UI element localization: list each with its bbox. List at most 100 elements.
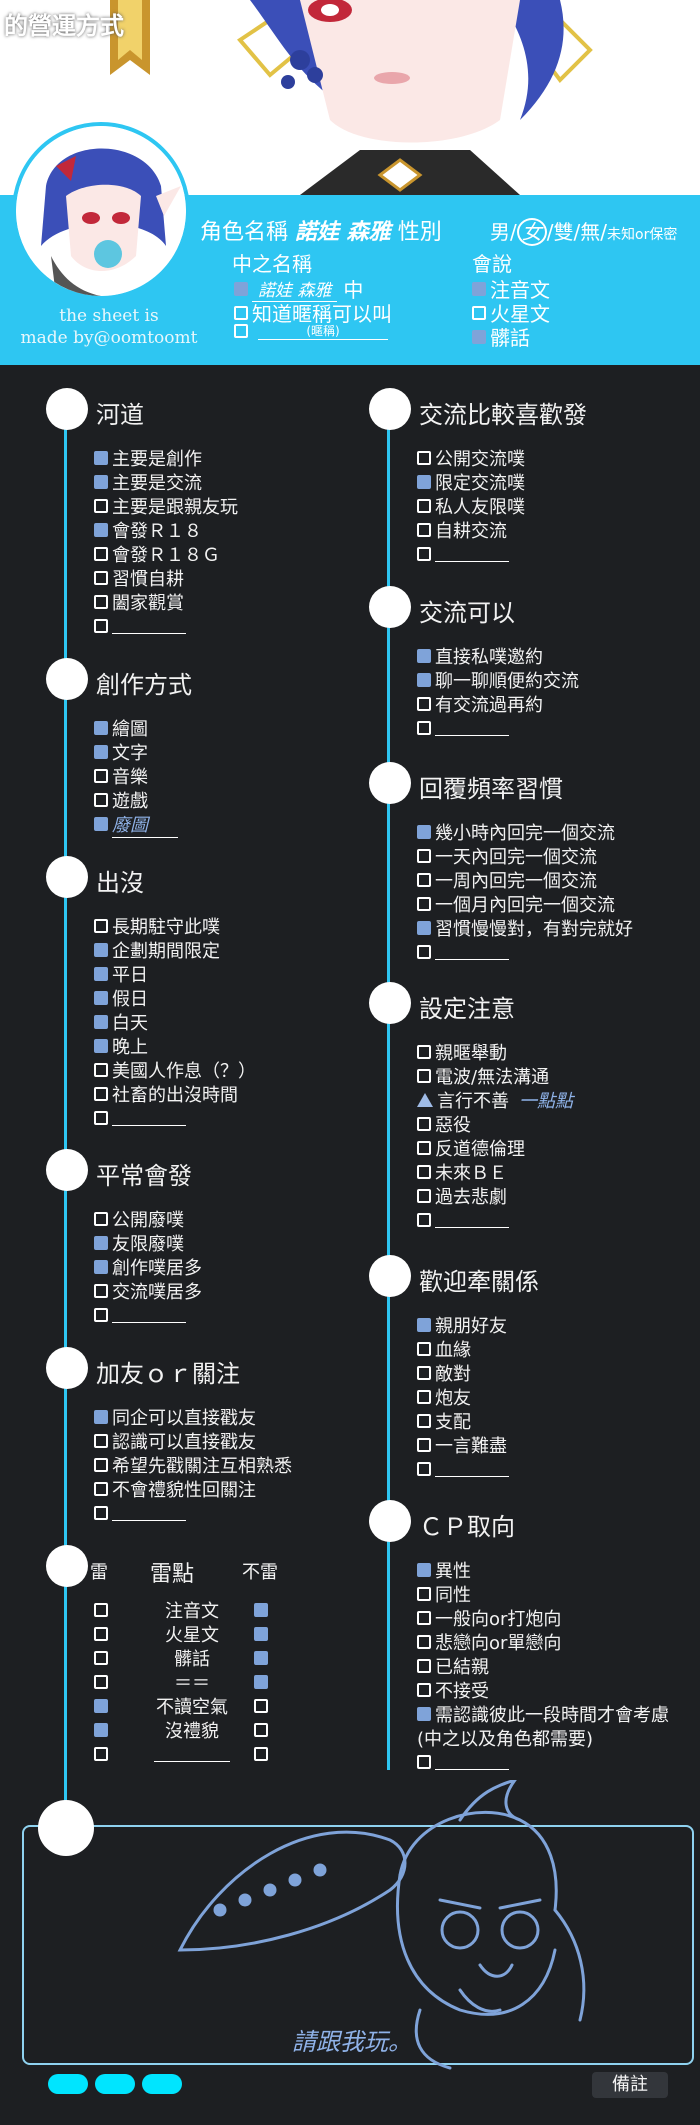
checkbox[interactable] (417, 897, 431, 911)
option-item[interactable]: 交流噗居多 (94, 1279, 202, 1303)
memo-button[interactable]: 備註 (592, 2072, 668, 2098)
option-item[interactable]: 未來ＢＥ (417, 1160, 573, 1184)
option-item[interactable]: 音樂 (94, 764, 178, 788)
checkbox[interactable] (94, 793, 108, 807)
checkbox[interactable] (417, 523, 431, 537)
checkbox[interactable] (417, 1390, 431, 1404)
mine-checkbox[interactable] (94, 1747, 108, 1761)
blank-line[interactable] (435, 944, 509, 960)
checkbox[interactable] (417, 1318, 431, 1332)
checkbox[interactable] (94, 619, 108, 633)
checkbox[interactable] (94, 1308, 108, 1322)
cv-option-nickname[interactable]: 知道暱稱可以叫 (234, 298, 392, 327)
checkbox[interactable] (94, 499, 108, 513)
ok-checkbox[interactable] (254, 1747, 268, 1761)
checkbox[interactable] (94, 547, 108, 561)
option-item[interactable] (417, 940, 633, 964)
checkbox[interactable] (94, 1434, 108, 1448)
option-item[interactable]: 一般向or打炮向 (417, 1606, 669, 1630)
gender-option-female[interactable]: 女 (516, 218, 547, 246)
checkbox[interactable] (417, 1438, 431, 1452)
gender-option-both[interactable]: 雙 (553, 220, 574, 244)
option-item[interactable]: 親暱舉動 (417, 1040, 573, 1064)
option-item[interactable]: 主要是交流 (94, 470, 238, 494)
blank-line[interactable] (435, 1754, 509, 1770)
mine-checkbox[interactable] (94, 1699, 108, 1713)
ok-checkbox[interactable] (254, 1699, 268, 1713)
checkbox[interactable] (94, 1506, 108, 1520)
checkbox[interactable] (472, 281, 486, 296)
checkbox[interactable] (94, 1111, 108, 1125)
checkbox[interactable] (417, 1093, 433, 1107)
option-item[interactable]: 直接私噗邀約 (417, 644, 579, 668)
option-item[interactable]: 已結親 (417, 1654, 669, 1678)
ok-checkbox[interactable] (254, 1651, 268, 1665)
option-item[interactable]: 創作噗居多 (94, 1255, 202, 1279)
checkbox[interactable] (417, 451, 431, 465)
blank-line[interactable] (435, 1212, 509, 1228)
checkbox[interactable] (94, 1236, 108, 1250)
checkbox[interactable] (94, 943, 108, 957)
checkbox[interactable] (417, 475, 431, 489)
checkbox[interactable] (94, 991, 108, 1005)
option-item[interactable]: 習慣慢慢對，有對完就好 (417, 916, 633, 940)
option-item[interactable]: 文字 (94, 740, 178, 764)
blank-line[interactable] (112, 618, 186, 634)
option-item[interactable]: 長期駐守此噗 (94, 914, 256, 938)
checkbox[interactable] (417, 673, 431, 687)
option-item[interactable]: 不接受 (417, 1678, 669, 1702)
option-item[interactable]: 遊戲 (94, 788, 178, 812)
option-item[interactable]: 敵對 (417, 1361, 509, 1385)
option-item[interactable]: 一天內回完一個交流 (417, 844, 633, 868)
option-item[interactable] (417, 1457, 509, 1481)
gender-option-male[interactable]: 男 (490, 220, 510, 244)
option-item[interactable]: 言行不善一點點 (417, 1088, 573, 1112)
checkbox[interactable] (417, 1611, 431, 1625)
mine-checkbox[interactable] (94, 1675, 108, 1689)
checkbox[interactable] (417, 1683, 431, 1697)
option-item[interactable]: 悲戀向or單戀向 (417, 1630, 669, 1654)
checkbox[interactable] (417, 649, 431, 663)
option-item[interactable] (94, 614, 238, 638)
option-item[interactable]: 廢圖 (94, 812, 178, 838)
checkbox[interactable] (417, 1069, 431, 1083)
mine-checkbox[interactable] (94, 1603, 108, 1617)
option-item[interactable]: 一周內回完一個交流 (417, 868, 633, 892)
option-item[interactable]: 會發Ｒ１８ (94, 518, 238, 542)
checkbox[interactable] (94, 1039, 108, 1053)
checkbox[interactable] (417, 1213, 431, 1227)
option-item[interactable]: 炮友 (417, 1385, 509, 1409)
blank-line[interactable] (435, 1461, 509, 1477)
checkbox[interactable] (234, 305, 248, 320)
checkbox[interactable] (417, 1462, 431, 1476)
ok-checkbox[interactable] (254, 1603, 268, 1617)
checkbox[interactable] (94, 451, 108, 465)
checkbox[interactable] (417, 1045, 431, 1059)
checkbox[interactable] (94, 1482, 108, 1496)
option-item[interactable]: 過去悲劇 (417, 1184, 573, 1208)
checkbox[interactable] (94, 1212, 108, 1226)
option-item[interactable]: 血緣 (417, 1337, 509, 1361)
checkbox[interactable] (417, 499, 431, 513)
ok-checkbox[interactable] (254, 1723, 268, 1737)
gender-option-none[interactable]: 無 (580, 220, 601, 244)
option-item[interactable]: 晚上 (94, 1034, 256, 1058)
checkbox[interactable] (417, 1707, 431, 1721)
mine-checkbox[interactable] (94, 1627, 108, 1641)
option-item[interactable]: 假日 (94, 986, 256, 1010)
checkbox[interactable] (417, 1165, 431, 1179)
checkbox[interactable] (234, 324, 248, 338)
checkbox[interactable] (417, 1189, 431, 1203)
checkbox[interactable] (94, 1015, 108, 1029)
checkbox[interactable] (417, 547, 431, 561)
option-item[interactable] (417, 1208, 573, 1232)
checkbox[interactable] (94, 817, 108, 831)
option-item[interactable]: 聊一聊順便約交流 (417, 668, 579, 692)
option-item[interactable] (417, 716, 579, 740)
option-item[interactable]: 美國人作息（？） (94, 1058, 256, 1082)
option-item[interactable]: 主要是創作 (94, 446, 238, 470)
checkbox[interactable] (417, 1141, 431, 1155)
option-item[interactable]: 公開廢噗 (94, 1207, 202, 1231)
option-item[interactable] (94, 1501, 292, 1525)
option-item[interactable] (417, 1750, 669, 1774)
